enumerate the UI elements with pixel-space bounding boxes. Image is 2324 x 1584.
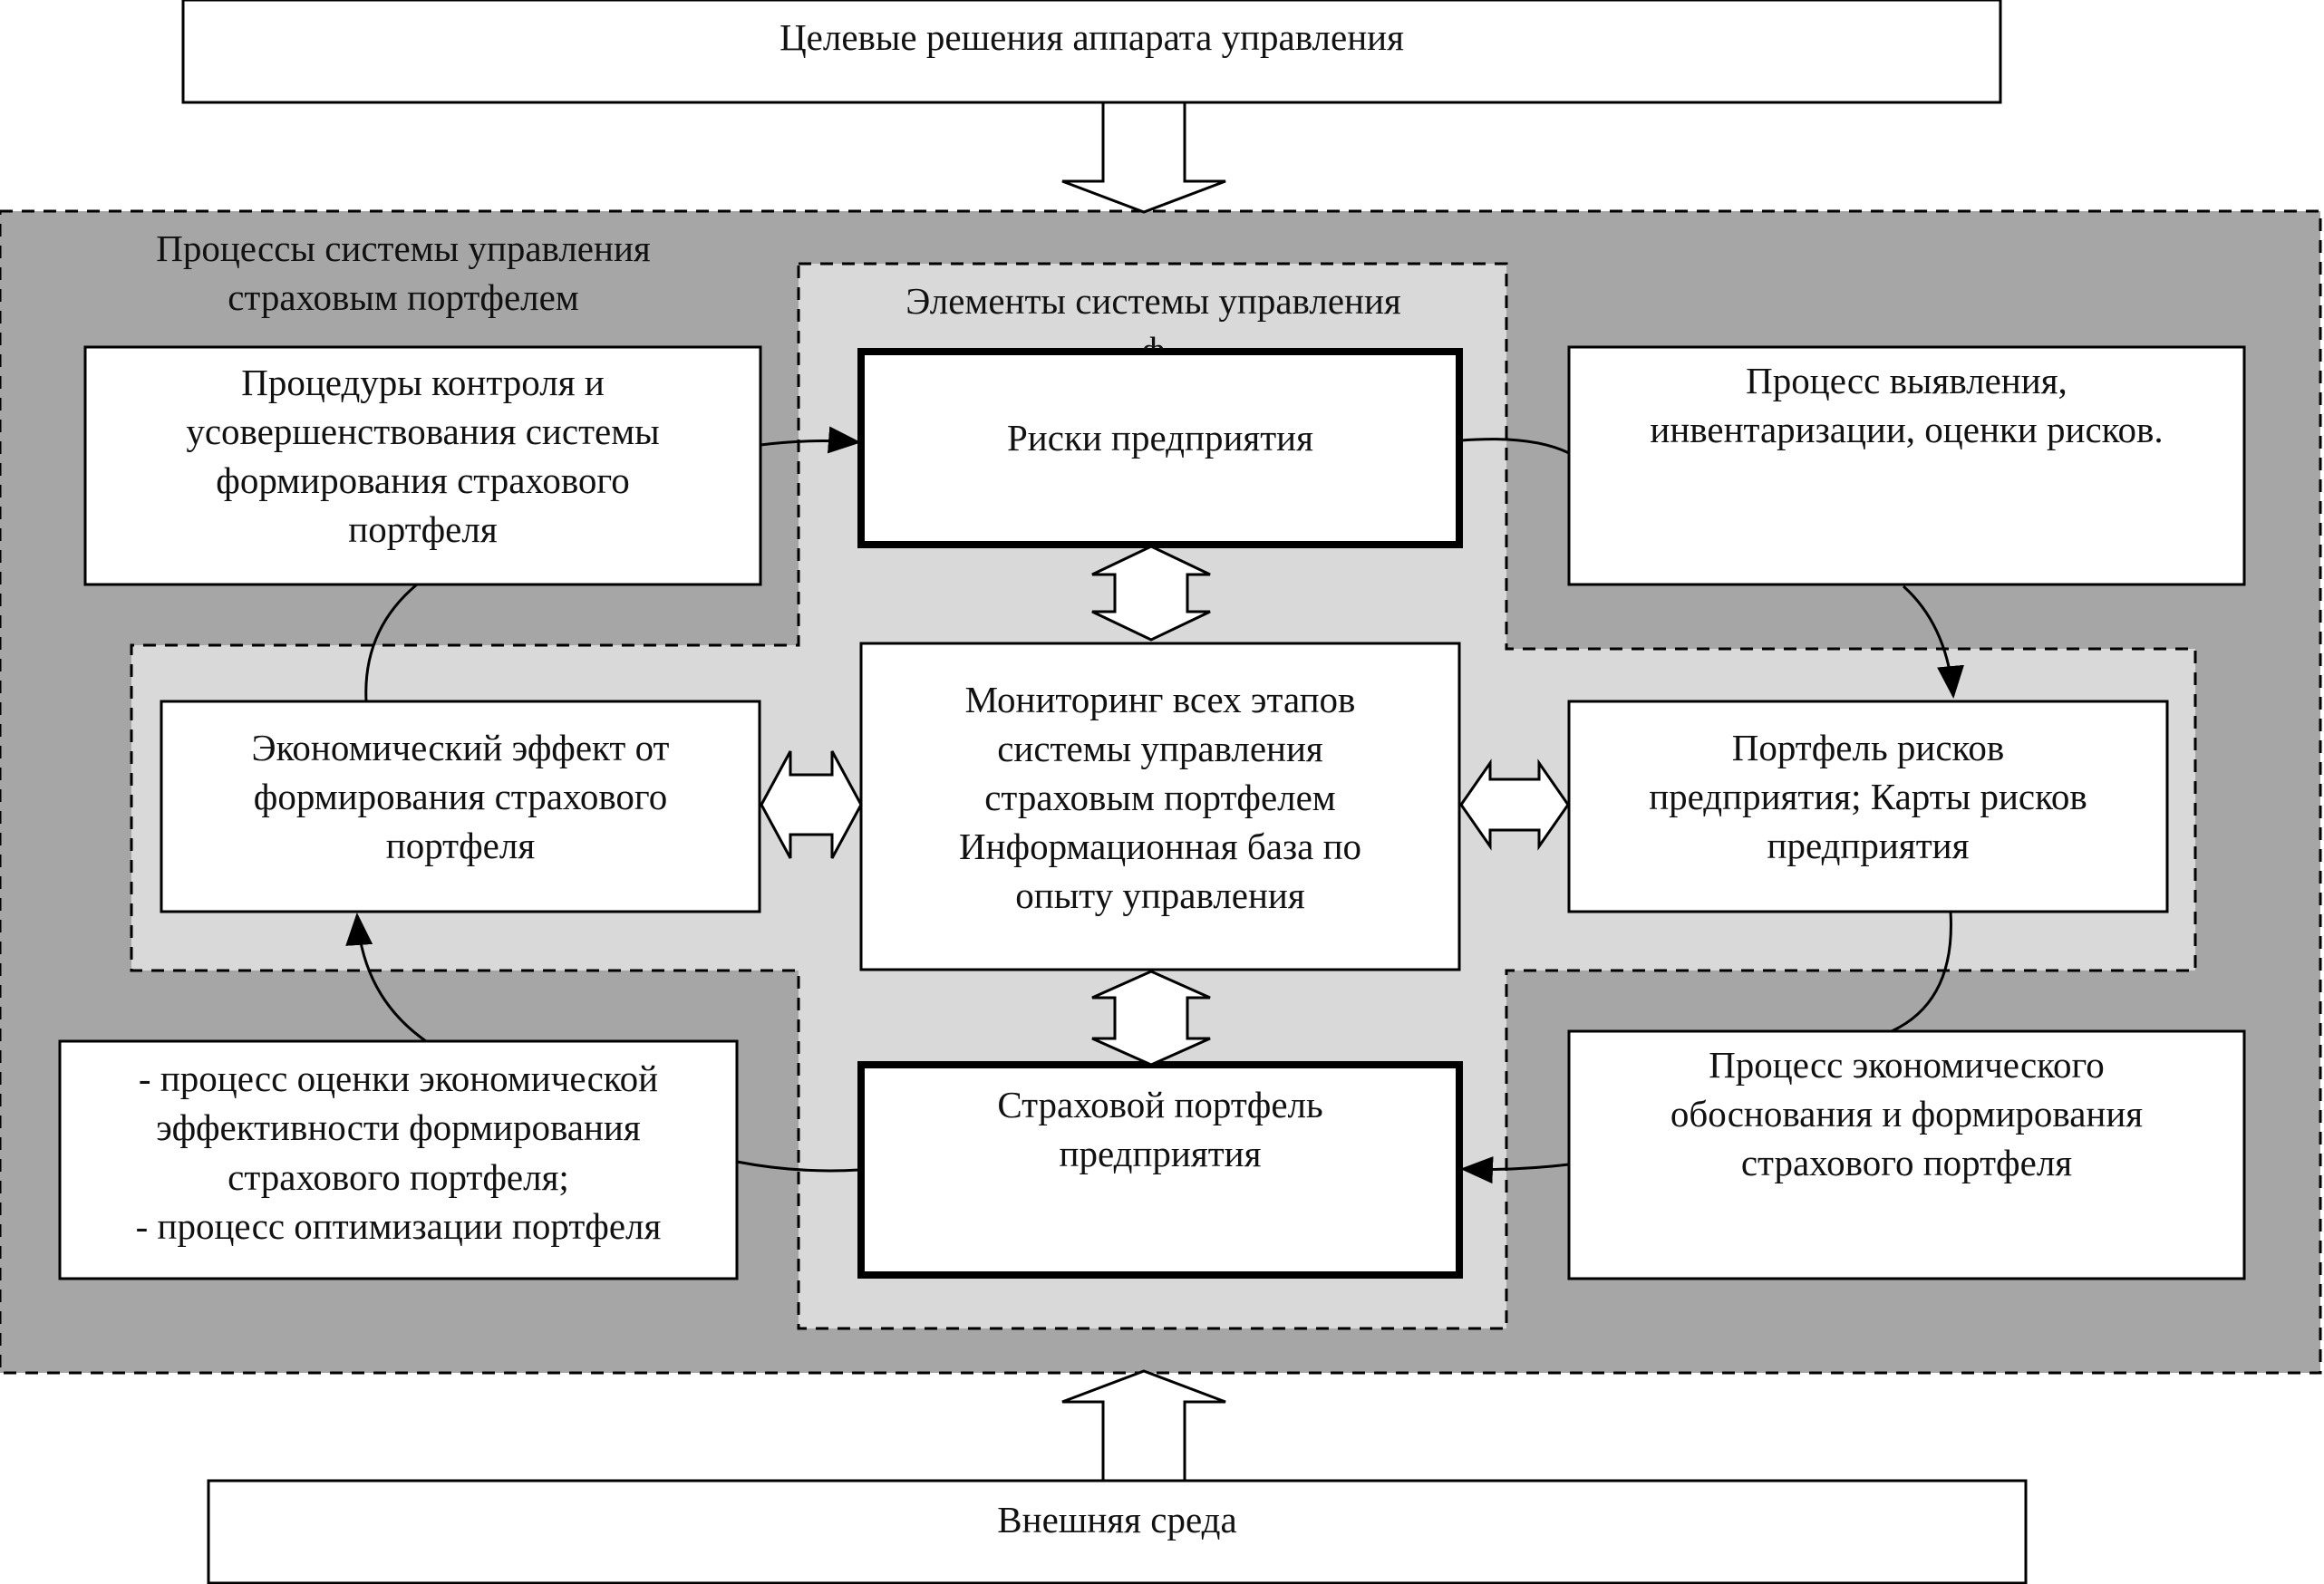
processes-region-title: Процессы системы управления страховым по…: [156, 227, 651, 318]
risks-to-identification-line: [1460, 438, 1570, 455]
justification-to-insurance-arrow: [1460, 1156, 1570, 1184]
control-to-risks-arrow: [760, 426, 861, 454]
bottom-up-arrow: [1061, 1369, 1226, 1483]
elements-region-title: Элементы системы управления ф: [905, 280, 1401, 349]
efficiency-evaluation-box: [58, 1039, 739, 1280]
effect-monitoring-double-arrow: [760, 750, 863, 859]
risk-portfolio-box: [1567, 700, 2169, 913]
monitoring-risk-portfolio-double-arrow: [1459, 758, 1570, 851]
identification-to-portfolio-arrow: [1902, 584, 1964, 699]
efficiency-evaluation-label: - процесс оценки экономической эффективн…: [135, 1058, 662, 1247]
monitoring-portfolio-double-arrow: [1091, 970, 1211, 1067]
risks-monitoring-double-arrow: [1091, 545, 1211, 642]
evaluation-to-effect-arrow: [345, 913, 427, 1043]
economic-effect-box: [160, 700, 761, 913]
monitoring-box: [859, 642, 1461, 971]
economic-justification-label: Процесс экономического обоснования и фор…: [1670, 1044, 2144, 1184]
insurance-portfolio-box: [857, 1061, 1463, 1279]
portfolio-to-justification-line: [1891, 911, 1952, 1033]
monitoring-label: Мониторинг всех этапов системы управлени…: [958, 678, 1362, 917]
risk-identification-box: [1567, 345, 2246, 586]
insurance-portfolio-label: Страховой портфель предприятия: [997, 1084, 1323, 1175]
bottom-box: [207, 1479, 2028, 1584]
bottom-box-label: Внешняя среда: [997, 1498, 1237, 1541]
control-procedures-box: [83, 345, 762, 586]
enterprise-risks-box: [857, 348, 1463, 548]
control-procedures-label: Процедуры контроля и усовершенствования …: [186, 361, 660, 551]
economic-justification-box: [1567, 1029, 2246, 1280]
insurance-to-evaluation-line: [736, 1160, 860, 1173]
top-down-arrow: [1061, 101, 1226, 214]
top-box: [181, 0, 2002, 104]
economic-effect-label: Экономический эффект от формирования стр…: [251, 726, 670, 867]
effect-to-control-line: [364, 583, 418, 702]
risk-portfolio-label: Портфель рисков предприятия; Карты риско…: [1649, 726, 2087, 867]
top-box-label: Целевые решения аппарата управления: [780, 15, 1404, 58]
risk-identification-label: Процесс выявления, инвентаризации, оценк…: [1650, 360, 2164, 451]
enterprise-risks-label: Риски предприятия: [1007, 416, 1313, 459]
